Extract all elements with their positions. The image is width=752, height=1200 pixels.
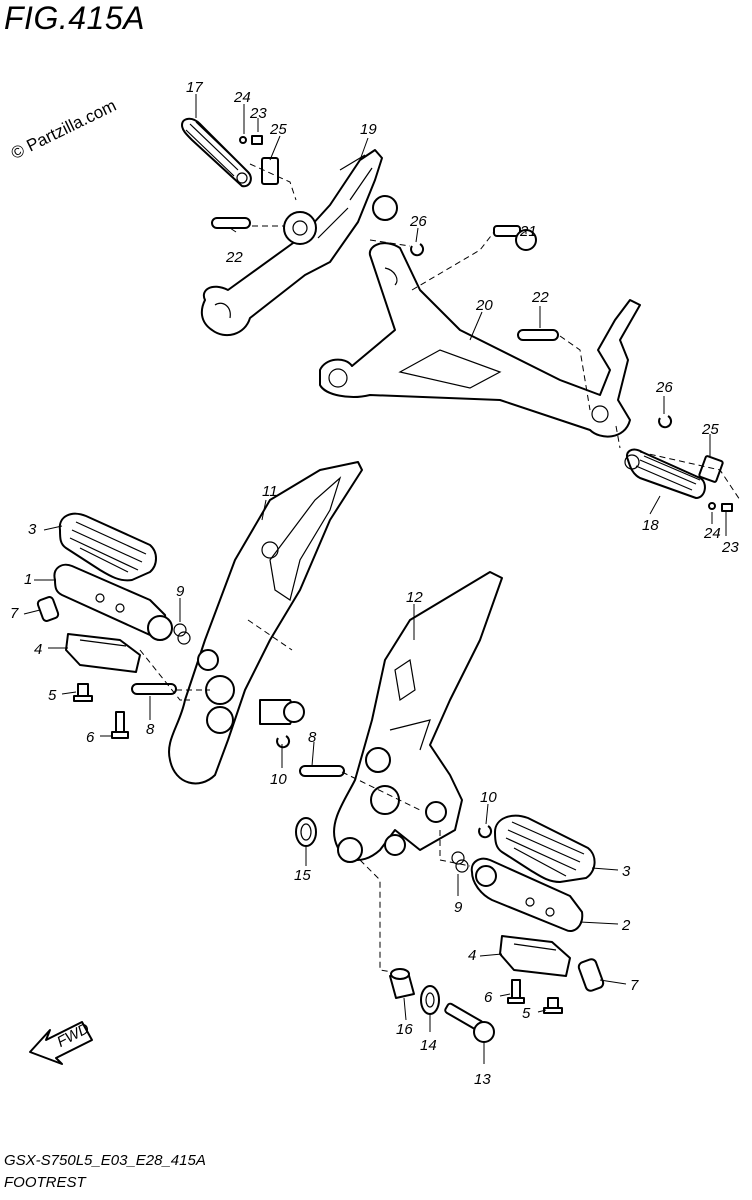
front-left-footpeg-3 — [58, 512, 157, 582]
callout-18: 18 — [642, 517, 659, 534]
callout-20: 20 — [475, 297, 493, 314]
front-right-screw-6 — [507, 979, 525, 1004]
callout-4: 4 — [468, 947, 476, 964]
rear-left-pin-22 — [211, 217, 251, 229]
callout-6: 6 — [86, 729, 95, 746]
front-left-eclip-10 — [276, 735, 291, 749]
callout-23: 23 — [721, 539, 739, 556]
front-left-holder-1 — [53, 563, 173, 641]
front-right-screw-5 — [543, 997, 563, 1014]
rear-left-bracket-19 — [200, 149, 398, 337]
callout-26: 26 — [655, 379, 673, 396]
callout-14: 14 — [420, 1037, 437, 1054]
callout-10: 10 — [270, 771, 287, 788]
callout-3: 3 — [28, 521, 37, 538]
callout-8: 8 — [308, 729, 317, 746]
callout-25: 25 — [269, 121, 287, 138]
front-right-stopper-7 — [577, 958, 605, 992]
front-right-pin-8 — [299, 765, 345, 777]
callout-5: 5 — [48, 687, 57, 704]
front-right-eclip-10 — [478, 825, 493, 839]
rear-left-plate-25 — [261, 157, 279, 185]
callout-labels: 17 24 23 25 19 26 22 21 22 20 26 25 18 2… — [10, 79, 739, 1088]
rear-right-eclip-26 — [658, 415, 673, 429]
callout-10: 10 — [480, 789, 497, 806]
rear-left-eclip-26 — [410, 243, 425, 257]
washer-15 — [295, 817, 317, 847]
callout-23: 23 — [249, 105, 267, 122]
callout-25: 25 — [701, 421, 719, 438]
rear-right-footpeg-18 — [624, 448, 706, 499]
callout-15: 15 — [294, 867, 311, 884]
callout-9: 9 — [454, 899, 463, 916]
front-left-bracket-11 — [168, 461, 363, 785]
rear-right-screw-23 — [721, 503, 733, 512]
collar-16 — [389, 968, 415, 999]
front-left-spring-9 — [173, 623, 191, 645]
callout-24: 24 — [703, 525, 721, 542]
rear-right-plate-25 — [698, 455, 724, 483]
model-code: GSX-S750L5_E03_E28_415A — [4, 1152, 206, 1169]
front-right-spring-9 — [451, 851, 469, 873]
rear-left-footpeg-17 — [181, 117, 252, 188]
callout-4: 4 — [34, 641, 42, 658]
rear-right-pin-22 — [517, 329, 559, 341]
callout-3: 3 — [622, 863, 631, 880]
callout-9: 9 — [176, 583, 185, 600]
callout-19: 19 — [360, 121, 377, 138]
front-left-screw-5 — [73, 683, 93, 702]
leader-lines — [23, 94, 741, 1064]
callout-13: 13 — [474, 1071, 491, 1088]
callout-11: 11 — [262, 483, 278, 500]
rear-left-ball-24 — [239, 136, 247, 144]
callout-7: 7 — [10, 605, 19, 622]
rear-right-ball-24 — [708, 502, 716, 510]
callout-8: 8 — [146, 721, 155, 738]
callout-1: 1 — [24, 571, 32, 588]
rear-left-screw-23 — [251, 135, 263, 145]
callout-17: 17 — [186, 79, 203, 96]
callout-7: 7 — [630, 977, 639, 994]
figure-title: FIG.415A — [4, 0, 145, 36]
callout-21: 21 — [519, 223, 537, 240]
callout-2: 2 — [621, 917, 631, 934]
front-left-stopper-7 — [36, 596, 60, 622]
front-left-pin-8 — [131, 683, 177, 695]
front-left-pad-4 — [65, 633, 141, 673]
rear-right-bolt-21 — [493, 225, 537, 251]
callout-12: 12 — [406, 589, 423, 606]
front-right-holder-2 — [470, 857, 584, 932]
callout-22: 22 — [225, 249, 243, 266]
washer-14 — [420, 985, 440, 1015]
callout-26: 26 — [409, 213, 427, 230]
callout-24: 24 — [233, 89, 251, 106]
section-name: FOOTREST — [4, 1174, 86, 1191]
callout-5: 5 — [522, 1005, 531, 1022]
front-right-pad-4 — [499, 935, 571, 977]
fwd-arrow: FWD — [29, 1020, 93, 1065]
rear-right-bracket-20 — [319, 242, 641, 438]
callout-22: 22 — [531, 289, 549, 306]
front-right-footpeg-3 — [494, 814, 596, 883]
callout-16: 16 — [396, 1021, 413, 1038]
front-right-bracket-12 — [333, 571, 503, 863]
callout-6: 6 — [484, 989, 493, 1006]
front-left-screw-6 — [111, 711, 129, 739]
bolt-13 — [444, 1002, 495, 1043]
